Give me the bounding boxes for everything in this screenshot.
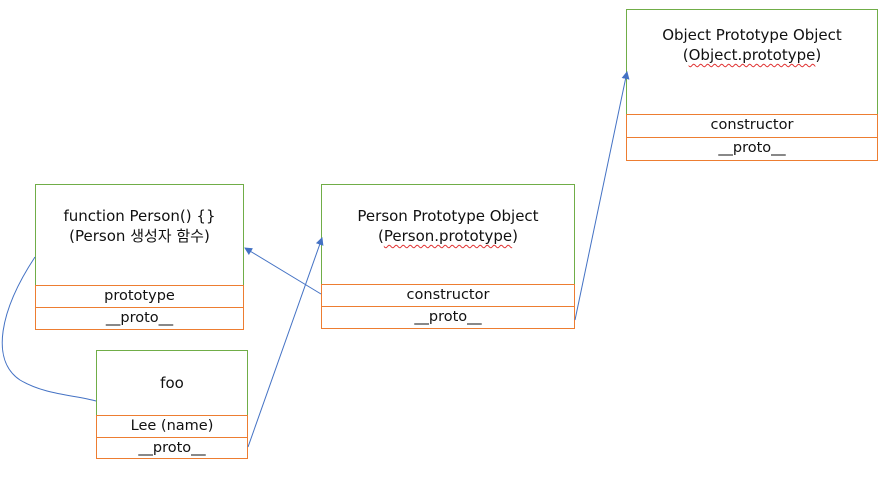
- object-prototype-header: Object Prototype Object (Object.prototyp…: [626, 9, 878, 115]
- person-prototype-constructor-row: constructor: [321, 284, 575, 307]
- foo-box: foo Lee (name) __proto__: [96, 350, 248, 459]
- person-prototype-proto-row: __proto__: [321, 306, 575, 329]
- person-prototype-box: Person Prototype Object (Person.prototyp…: [321, 184, 575, 329]
- foo-proto-to-person-prototype-arrow: [247, 237, 324, 448]
- person-prototype-title: Person Prototype Object: [357, 207, 539, 225]
- foo-proto-row: __proto__: [96, 437, 248, 459]
- foo-title: foo: [160, 374, 184, 392]
- person-prototype-header: Person Prototype Object (Person.prototyp…: [321, 184, 575, 285]
- object-prototype-title: Object Prototype Object: [662, 26, 842, 44]
- person-prototype-subtitle: (Person.prototype): [378, 227, 518, 245]
- object-prototype-box: Object Prototype Object (Object.prototyp…: [626, 9, 878, 161]
- person-function-subtitle: (Person 생성자 함수): [69, 227, 210, 245]
- person-function-box: function Person() {} (Person 생성자 함수) pro…: [35, 184, 244, 330]
- person-function-prototype-row: prototype: [35, 285, 244, 308]
- foo-header: foo: [96, 350, 248, 416]
- foo-name-row: Lee (name): [96, 415, 248, 438]
- person-function-proto-row: __proto__: [35, 307, 244, 330]
- person-prototype-subtitle-text: Person.prototype: [383, 227, 513, 245]
- constructor-to-person-arrow: [244, 247, 322, 295]
- person-function-title: function Person() {}: [63, 207, 216, 225]
- object-prototype-constructor-row: constructor: [626, 114, 878, 138]
- object-prototype-subtitle: (Object.prototype): [682, 46, 822, 64]
- person-prototype-proto-to-object-prototype-arrow: [574, 71, 630, 321]
- person-function-header: function Person() {} (Person 생성자 함수): [35, 184, 244, 286]
- object-prototype-subtitle-text: Object.prototype: [688, 46, 816, 64]
- object-prototype-proto-row: __proto__: [626, 137, 878, 161]
